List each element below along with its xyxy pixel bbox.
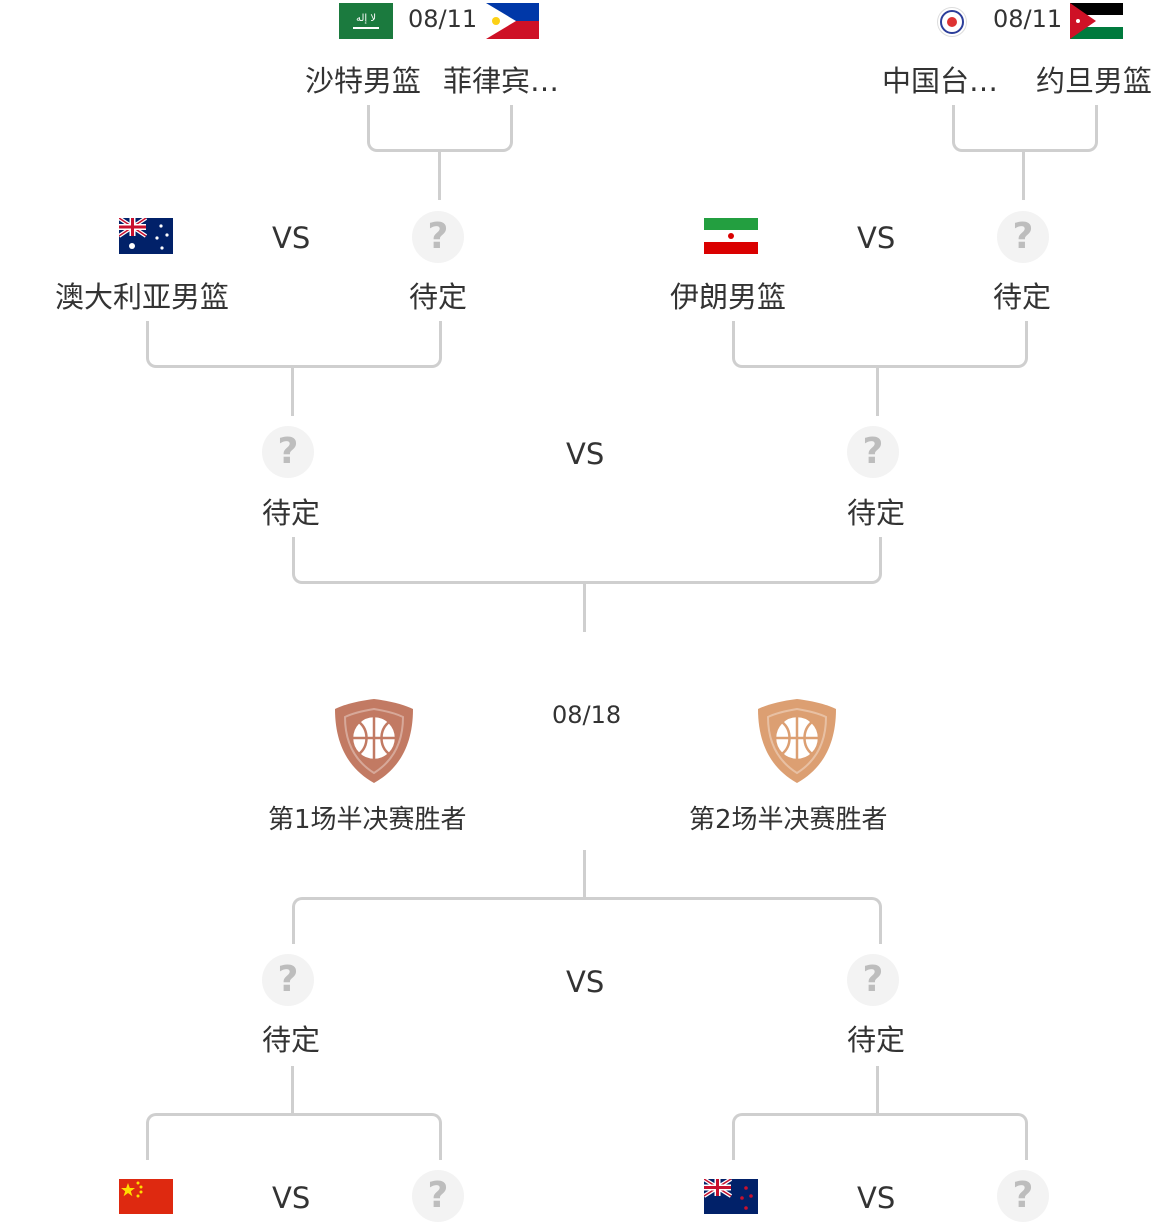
team-name[interactable]: 待定: [847, 496, 906, 530]
china-flag: [119, 1179, 173, 1214]
team-name[interactable]: 菲律宾…: [443, 64, 560, 98]
bracket-connector: [367, 105, 513, 152]
team-name[interactable]: 待定: [262, 1023, 321, 1057]
team-name[interactable]: 伊朗男篮: [670, 280, 787, 314]
team-name[interactable]: 澳大利亚男篮: [55, 280, 230, 314]
bracket-connector: [146, 321, 442, 368]
question-icon: ?: [412, 211, 464, 263]
question-icon: ?: [847, 954, 899, 1006]
final-team-name[interactable]: 第2场半决赛胜者: [689, 805, 888, 835]
team-name[interactable]: 待定: [847, 1023, 906, 1057]
vs-label: VS: [566, 965, 605, 999]
final-date: 08/18: [552, 701, 622, 729]
question-icon: ?: [262, 954, 314, 1006]
chinese-taipei-flag: [937, 7, 967, 37]
philippines-flag: [486, 3, 539, 39]
bracket-connector: [292, 897, 882, 944]
bracket-connector: [583, 584, 586, 632]
team-name[interactable]: 待定: [409, 280, 468, 314]
bracket-connector: [291, 1066, 294, 1114]
team-name[interactable]: 沙特男篮: [305, 64, 422, 98]
vs-label: VS: [857, 221, 896, 255]
bracket-connector: [732, 321, 1028, 368]
qf-date: 08/11: [408, 5, 478, 33]
bracket-connector: [583, 850, 586, 898]
final-team-name[interactable]: 第1场半决赛胜者: [268, 805, 467, 835]
bracket-connector: [292, 537, 882, 584]
bracket-connector: [876, 1066, 879, 1114]
bracket-connector: [732, 1113, 1028, 1160]
vs-label: VS: [272, 221, 311, 255]
new-zealand-flag: [704, 1179, 758, 1214]
team-name[interactable]: 待定: [993, 280, 1052, 314]
bracket-connector: [438, 152, 441, 200]
question-icon: ?: [997, 1170, 1049, 1222]
vs-label: VS: [857, 1181, 896, 1215]
question-icon: ?: [997, 211, 1049, 263]
basketball-shield-icon: [333, 697, 415, 785]
vs-label: VS: [272, 1181, 311, 1215]
bracket-connector: [146, 1113, 442, 1160]
svg-text:ﻻ إله: ﻻ إله: [356, 13, 376, 24]
bracket-connector: [876, 368, 879, 416]
team-name[interactable]: 中国台…: [882, 64, 999, 98]
question-icon: ?: [847, 426, 899, 478]
team-name[interactable]: 待定: [262, 496, 321, 530]
saudi-flag: ﻻ إله: [339, 3, 393, 39]
basketball-shield-icon: [756, 697, 838, 785]
bracket-connector: [291, 368, 294, 416]
vs-label: VS: [566, 437, 605, 471]
australia-flag: [119, 218, 173, 254]
iran-flag: [704, 218, 758, 254]
bracket-connector: [952, 105, 1098, 152]
bracket-connector: [1022, 152, 1025, 200]
jordan-flag: [1070, 3, 1123, 39]
question-icon: ?: [412, 1170, 464, 1222]
qf-date: 08/11: [993, 5, 1063, 33]
question-icon: ?: [262, 426, 314, 478]
team-name[interactable]: 约旦男篮: [1036, 64, 1153, 98]
